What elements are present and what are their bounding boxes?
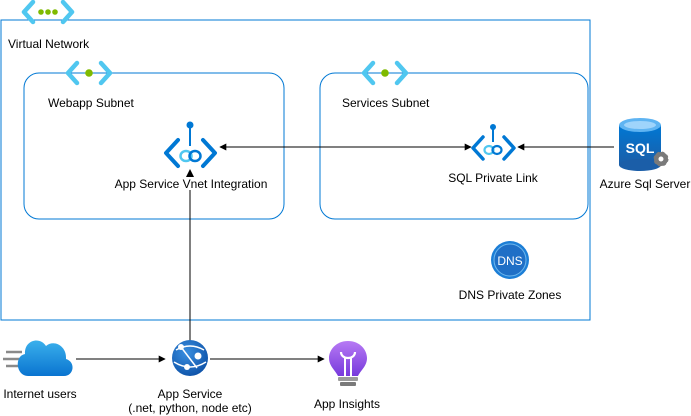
- virtual-network-label: Virtual Network: [8, 37, 90, 51]
- sql-icon-text: SQL: [626, 140, 655, 156]
- private-link-icon: [471, 124, 516, 161]
- services-subnet-label: Services Subnet: [342, 96, 430, 110]
- app-service-icon: [172, 340, 208, 376]
- app-insights-label: App Insights: [313, 397, 381, 411]
- app-service-sublabel: (.net, python, node etc): [128, 401, 252, 415]
- app-insights-icon: [329, 341, 367, 386]
- dns-private-zones-label: DNS Private Zones: [458, 288, 562, 302]
- azure-sql-server-label: Azure Sql Server: [599, 177, 691, 191]
- vnet-integration-label: App Service Vnet Integration: [114, 177, 268, 191]
- dns-icon-text: DNS: [497, 254, 522, 268]
- app-service-label: App Service: [157, 387, 223, 401]
- connector-arrowhead-vnet-integration: [186, 169, 194, 177]
- webapp-subnet-label: Webapp Subnet: [48, 96, 134, 110]
- virtual-network-icon: [21, 0, 75, 25]
- subnet-icon: [361, 60, 409, 86]
- webapp-subnet-boundary: [23, 72, 285, 220]
- subnet-icon: [65, 60, 113, 86]
- private-link-icon: [164, 121, 217, 168]
- sql-private-link-label: SQL Private Link: [448, 171, 538, 185]
- cloud-icon: [3, 340, 73, 376]
- virtual-network-boundary: [0, 19, 591, 321]
- sql-server-icon: SQL: [619, 118, 669, 171]
- services-subnet-boundary: [319, 72, 589, 220]
- internet-users-label: Internet users: [3, 387, 77, 401]
- dns-zone-icon: DNS: [491, 241, 529, 279]
